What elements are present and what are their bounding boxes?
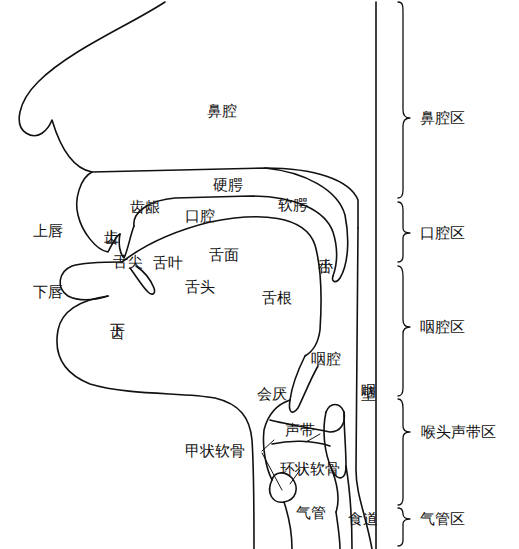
cavity-label: 咽腔 bbox=[311, 351, 341, 368]
part-label: 食道 bbox=[348, 511, 378, 528]
palate-roof bbox=[134, 196, 337, 276]
region-bracket bbox=[398, 2, 410, 198]
region-label: 鼻腔区 bbox=[420, 110, 465, 127]
region-label: 喉头声带区 bbox=[421, 424, 496, 441]
part-label: 舌面 bbox=[209, 247, 239, 264]
part-label: 气管 bbox=[296, 505, 326, 522]
vocal-folds bbox=[272, 441, 330, 446]
part-label: 环状软骨 bbox=[280, 461, 340, 478]
region-bracket bbox=[398, 508, 410, 546]
cavity-label: 鼻腔 bbox=[207, 103, 237, 120]
boundary-line bbox=[375, 2, 377, 549]
trachea-back bbox=[336, 512, 340, 549]
trachea bbox=[284, 502, 292, 549]
part-label: 齿龈 bbox=[130, 199, 160, 216]
pharynx-wall bbox=[356, 228, 372, 549]
region-bracket bbox=[398, 202, 410, 262]
part-label: 舌头 bbox=[185, 279, 215, 296]
region-label: 口腔区 bbox=[420, 225, 465, 242]
part-label: 上齿 bbox=[103, 217, 120, 219]
part-label: 声带 bbox=[285, 422, 315, 439]
region-bracket bbox=[398, 266, 410, 396]
tongue-surface bbox=[122, 217, 321, 356]
part-label: 上唇 bbox=[33, 223, 63, 240]
cavity-label: 口腔 bbox=[185, 208, 215, 225]
region-label: 咽腔区 bbox=[420, 319, 465, 336]
upper-lip bbox=[77, 172, 120, 252]
part-label: 软腭 bbox=[278, 197, 308, 214]
part-label: 小舌 bbox=[317, 246, 334, 248]
part-label: 硬腭 bbox=[213, 177, 243, 194]
chin-neck bbox=[57, 296, 254, 549]
part-label: 甲状软骨 bbox=[185, 443, 245, 460]
region-bracket bbox=[398, 399, 410, 505]
part-label: 舌根 bbox=[262, 290, 292, 307]
part-label: 下齿 bbox=[109, 312, 126, 314]
part-label: 会厌 bbox=[257, 386, 287, 403]
head-outline bbox=[19, 2, 358, 228]
part-label: 下唇 bbox=[33, 284, 63, 301]
part-label: 咽壁 bbox=[360, 372, 377, 374]
region-label: 气管区 bbox=[420, 511, 465, 528]
part-label: 舌尖 bbox=[113, 254, 143, 271]
part-label: 舌叶 bbox=[153, 255, 183, 272]
esophagus bbox=[346, 466, 352, 549]
lower-lip bbox=[60, 262, 122, 300]
soft-palate bbox=[265, 168, 348, 282]
